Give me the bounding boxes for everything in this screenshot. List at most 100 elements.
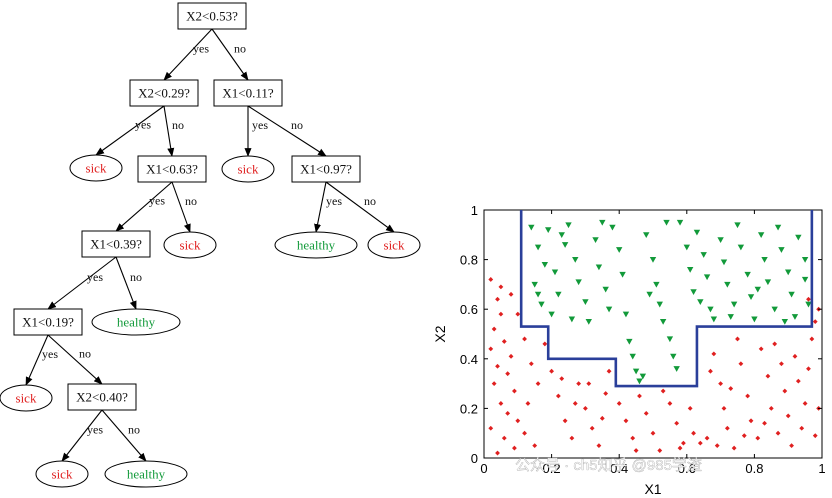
- sick-point: [782, 388, 788, 394]
- healthy-point: [659, 319, 667, 325]
- sick-point: [572, 401, 578, 406]
- sick-point: [708, 368, 713, 374]
- edge-label: yes: [87, 270, 103, 284]
- healthy-point: [771, 306, 778, 313]
- edge-label: no: [79, 347, 91, 361]
- sick-point: [775, 430, 781, 436]
- sick-point: [505, 371, 511, 377]
- sick-point: [755, 435, 761, 441]
- sick-point: [687, 406, 693, 411]
- x-tick-label: 0.2: [543, 461, 561, 476]
- healthy-point: [561, 242, 569, 248]
- tree-edge: [325, 181, 395, 233]
- leaf-node-ellipse: [69, 154, 123, 182]
- edge-label: no: [128, 423, 140, 437]
- healthy-point: [791, 314, 799, 320]
- tree-edge: [47, 256, 117, 310]
- sick-point: [508, 353, 514, 359]
- edge-label: yes: [42, 347, 58, 361]
- tree-edge: [211, 28, 249, 81]
- sick-point: [711, 351, 717, 357]
- decision-node-label: X1<0.11?: [222, 86, 273, 101]
- leaf-node-label: sick: [52, 467, 73, 482]
- healthy-point: [555, 291, 562, 298]
- sick-point: [515, 418, 521, 424]
- tree-edge: [163, 105, 175, 157]
- sick-point: [762, 420, 767, 426]
- decision-node-label: X1<0.19?: [22, 315, 74, 330]
- tree-edge: [101, 409, 147, 462]
- healthy-point: [528, 224, 535, 231]
- healthy-point: [670, 353, 677, 360]
- sick-point: [623, 418, 629, 424]
- sick-point: [488, 346, 494, 352]
- healthy-point: [632, 368, 640, 375]
- sick-point: [704, 435, 710, 441]
- healthy-point: [676, 219, 684, 226]
- healthy-point: [599, 219, 606, 226]
- y-tick-label: 0.4: [460, 352, 478, 367]
- sick-point: [792, 353, 798, 359]
- healthy-point: [572, 257, 579, 263]
- decision-node-label: X2<0.53?: [186, 9, 238, 24]
- decision-node-label: X1<0.97?: [300, 162, 352, 177]
- sick-point: [714, 443, 720, 448]
- sick-point: [491, 326, 497, 332]
- decision-node-box: [137, 155, 207, 183]
- plot-points: [488, 219, 822, 456]
- healthy-point: [757, 232, 765, 238]
- healthy-point: [686, 266, 694, 273]
- healthy-point: [568, 316, 576, 323]
- healthy-point: [595, 264, 603, 271]
- sick-point: [809, 336, 815, 342]
- leaf-node-ellipse: [221, 155, 275, 183]
- healthy-point: [616, 247, 623, 253]
- sick-point: [657, 448, 663, 453]
- healthy-point: [697, 299, 704, 305]
- sick-point: [772, 341, 778, 347]
- sick-point: [735, 336, 740, 342]
- healthy-point: [778, 247, 785, 253]
- decision-node-label: X2<0.29?: [138, 86, 190, 101]
- healthy-point: [724, 281, 731, 288]
- healthy-point: [737, 244, 745, 251]
- healthy-point: [643, 232, 650, 238]
- sick-point: [491, 381, 497, 386]
- sick-point: [718, 381, 723, 386]
- sick-point: [488, 277, 494, 282]
- edge-label: yes: [87, 423, 103, 437]
- healthy-point: [622, 311, 630, 318]
- leaf-node-label: healthy: [127, 467, 166, 482]
- healthy-point: [646, 291, 653, 298]
- healthy-point: [764, 279, 772, 286]
- healthy-point: [582, 299, 589, 305]
- x-tick-label: 0.8: [745, 461, 763, 476]
- healthy-point: [734, 222, 741, 229]
- healthy-point: [663, 219, 670, 226]
- sick-point: [522, 430, 527, 436]
- edge-label: no: [364, 194, 376, 208]
- sick-point: [806, 366, 811, 372]
- tree-edge: [163, 28, 213, 81]
- sick-point: [779, 361, 784, 367]
- sick-point: [616, 401, 622, 406]
- leaf-node-ellipse: [104, 460, 188, 488]
- sick-point: [542, 341, 548, 347]
- healthy-point: [761, 257, 768, 263]
- healthy-point: [805, 301, 812, 308]
- leaf-node-label: sick: [180, 238, 201, 253]
- sick-point: [508, 291, 514, 297]
- sick-point: [488, 425, 494, 431]
- tree-edge: [314, 181, 327, 233]
- edge-label: no: [291, 118, 303, 132]
- sick-point: [495, 296, 500, 302]
- sick-point: [589, 425, 595, 431]
- decision-node-box: [213, 79, 283, 107]
- healthy-point: [747, 294, 755, 300]
- sick-point: [501, 339, 507, 344]
- healthy-point: [538, 301, 545, 308]
- sick-point: [677, 445, 683, 451]
- healthy-point: [545, 227, 552, 234]
